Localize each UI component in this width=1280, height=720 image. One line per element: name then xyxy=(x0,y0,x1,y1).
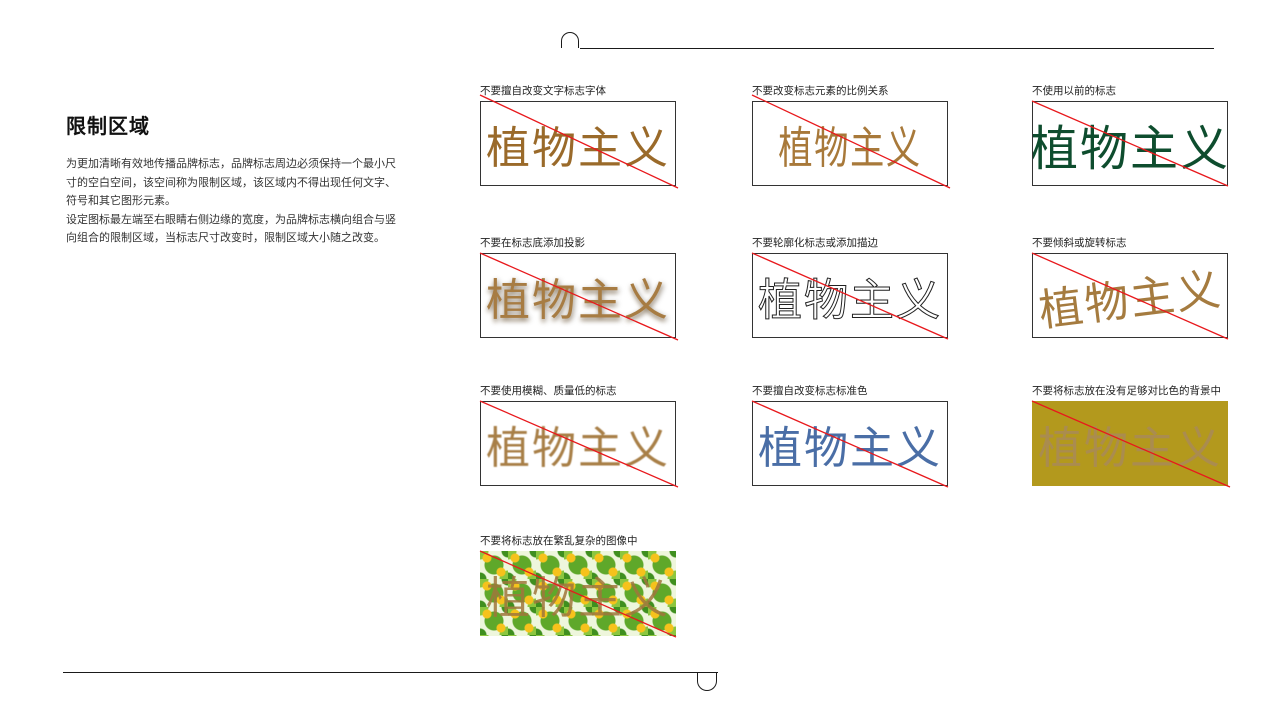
brand-logo: 植物主义 xyxy=(1032,120,1228,177)
logo-example-box: 植物主义 xyxy=(752,101,948,186)
misuse-card-outline: 不要轮廓化标志或添加描边 植物主义 xyxy=(751,237,949,340)
misuse-card-color: 不要擅自改变标志标准色 植物主义 xyxy=(751,385,949,488)
brand-logo: 植物主义 xyxy=(486,572,670,624)
brand-logo: 植物主义 xyxy=(1036,263,1225,337)
decorative-rule-top xyxy=(580,48,1214,49)
logo-example-box: 植物主义 xyxy=(1032,101,1228,186)
logo-example-box: 植物主义 xyxy=(752,401,948,486)
card-label: 不要将标志放在繁乱复杂的图像中 xyxy=(480,535,638,547)
page-title: 限制区域 xyxy=(66,114,150,138)
misuse-card-ratio: 不要改变标志元素的比例关系 植物主义 xyxy=(751,85,951,189)
description-paragraph: 为更加清晰有效地传播品牌标志，品牌标志周边必须保持一个最小尺寸的空白空间，该空间… xyxy=(66,157,396,207)
misuse-card-shadow: 不要在标志底添加投影 植物主义 xyxy=(479,237,679,341)
card-label: 不要改变标志元素的比例关系 xyxy=(752,85,889,97)
card-label: 不要擅自改变文字标志字体 xyxy=(480,85,606,97)
brand-logo: 植物主义 xyxy=(758,422,942,474)
logo-example-box: 植物主义 xyxy=(1032,253,1228,338)
card-label: 不要轮廓化标志或添加描边 xyxy=(752,237,878,249)
description-paragraph: 设定图标最左端至右眼睛右侧边缘的宽度，为品牌标志横向组合与竖向组合的限制区域，当… xyxy=(66,212,396,245)
logo-example-box: 植物主义 xyxy=(480,253,676,338)
brand-logo: 植物主义 xyxy=(778,122,922,174)
misuse-card-blur: 不要使用模糊、质量低的标志 植物主义 xyxy=(479,385,679,488)
brand-logo: 植物主义 xyxy=(486,422,670,474)
brand-logo: 植物主义 xyxy=(486,122,670,174)
card-label: 不要使用模糊、质量低的标志 xyxy=(480,385,617,397)
decorative-rule-bottom xyxy=(63,672,718,673)
card-label: 不要在标志底添加投影 xyxy=(480,237,585,249)
misuse-card-old-logo: 不使用以前的标志 植物主义 xyxy=(1031,85,1229,187)
card-label: 不要擅自改变标志标准色 xyxy=(752,385,868,397)
card-label: 不要倾斜或旋转标志 xyxy=(1032,237,1127,249)
logo-example-box: 植物主义 xyxy=(480,401,676,486)
logo-example-box: 植物主义 xyxy=(480,551,676,636)
misuse-card-tilt: 不要倾斜或旋转标志 植物主义 xyxy=(1031,237,1229,340)
logo-example-box: 植物主义 xyxy=(480,101,676,186)
misuse-card-font: 不要擅自改变文字标志字体 植物主义 xyxy=(479,85,679,189)
logo-example-box: 植物主义 xyxy=(1032,401,1228,486)
card-label: 不使用以前的标志 xyxy=(1032,85,1116,97)
decorative-loop-top xyxy=(561,32,579,48)
brand-logo: 植物主义 xyxy=(758,274,942,326)
misuse-card-busy-image: 不要将标志放在繁乱复杂的图像中 植物主义 xyxy=(479,535,677,638)
section-description: 为更加清晰有效地传播品牌标志，品牌标志周边必须保持一个最小尺寸的空白空间，该空间… xyxy=(66,155,406,248)
logo-example-box: 植物主义 xyxy=(752,253,948,338)
brand-logo: 植物主义 xyxy=(1038,422,1222,474)
card-label: 不要将标志放在没有足够对比色的背景中 xyxy=(1032,385,1221,397)
decorative-loop-bottom xyxy=(697,672,717,691)
misuse-card-low-contrast: 不要将标志放在没有足够对比色的背景中 植物主义 xyxy=(1031,385,1231,488)
brand-logo: 植物主义 xyxy=(486,274,670,326)
